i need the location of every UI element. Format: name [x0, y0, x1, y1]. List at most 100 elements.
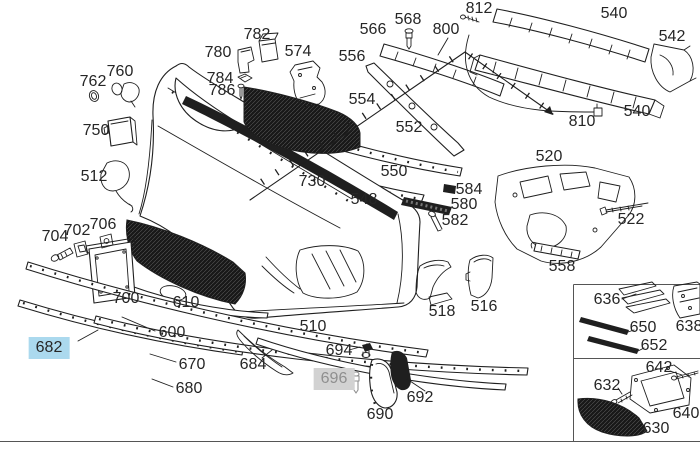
part-522-drawing [599, 202, 649, 216]
part-label-780[interactable]: 780 [204, 44, 232, 61]
part-label-640[interactable]: 640 [672, 405, 700, 422]
part-label-610[interactable]: 610 [172, 294, 200, 311]
part-630-drawing [577, 397, 648, 437]
part-label-730[interactable]: 730 [298, 173, 326, 190]
part-label-568[interactable]: 568 [394, 11, 422, 28]
part-label-548[interactable]: 548 [350, 191, 378, 208]
part-label-522[interactable]: 522 [617, 211, 645, 228]
part-670-drawing [93, 315, 529, 376]
part-580-drawing [401, 197, 452, 215]
part-label-540-upper[interactable]: 540 [600, 5, 628, 22]
part-label-512[interactable]: 512 [80, 168, 108, 185]
part-label-760[interactable]: 760 [106, 63, 134, 80]
part-label-762[interactable]: 762 [79, 73, 107, 90]
leader-lines [77, 37, 683, 395]
part-label-810[interactable]: 810 [568, 113, 596, 130]
part-label-574[interactable]: 574 [284, 43, 312, 60]
part-label-542[interactable]: 542 [658, 28, 686, 45]
part-label-558[interactable]: 558 [548, 258, 576, 275]
part-692-drawing [390, 350, 411, 391]
part-label-706[interactable]: 706 [89, 216, 117, 233]
inset-panel-borders [0, 284, 700, 442]
part-label-550[interactable]: 550 [380, 163, 408, 180]
part-label-552[interactable]: 552 [395, 119, 423, 136]
part-label-636[interactable]: 636 [593, 291, 621, 308]
part-542-drawing [650, 43, 697, 93]
part-label-638[interactable]: 638 [675, 318, 700, 335]
part-690-drawing [369, 358, 398, 409]
part-800-drawing [465, 34, 595, 113]
part-684-drawing [236, 329, 294, 376]
part-574-drawing [289, 60, 326, 108]
part-810-drawing [593, 103, 603, 117]
part-568-drawing [404, 28, 414, 50]
part-786-drawing [237, 83, 245, 100]
part-label-652[interactable]: 652 [640, 337, 668, 354]
part-label-650[interactable]: 650 [629, 319, 657, 336]
part-702-drawing [73, 240, 89, 258]
part-label-784[interactable]: 784 [206, 70, 234, 87]
part-694-drawing [361, 343, 373, 358]
part-680-drawing [255, 337, 507, 391]
part-label-520[interactable]: 520 [535, 148, 563, 165]
part-label-518[interactable]: 518 [428, 303, 456, 320]
part-812-drawing [460, 14, 480, 23]
part-label-556[interactable]: 556 [338, 48, 366, 65]
part-label-812[interactable]: 812 [465, 0, 493, 17]
part-label-680[interactable]: 680 [175, 380, 203, 397]
part-label-786[interactable]: 786 [208, 82, 236, 99]
part-540-lower-drawing [469, 54, 665, 119]
part-label-684[interactable]: 684 [239, 356, 267, 373]
part-636-drawing [618, 281, 671, 314]
part-520-drawing [494, 164, 636, 264]
part-label-554[interactable]: 554 [348, 91, 376, 108]
part-652-drawing [587, 336, 639, 354]
part-label-702[interactable]: 702 [63, 222, 91, 239]
part-540-upper-drawing [492, 8, 650, 63]
part-label-800[interactable]: 800 [432, 21, 460, 38]
part-label-630[interactable]: 630 [642, 420, 670, 437]
part-640-drawing [629, 364, 692, 414]
part-label-750[interactable]: 750 [82, 122, 110, 139]
part-558-drawing [530, 241, 581, 260]
part-label-642[interactable]: 642 [645, 359, 673, 376]
part-582-drawing [428, 210, 443, 232]
part-584-drawing [443, 184, 456, 194]
part-516-drawing [465, 254, 494, 299]
part-label-670[interactable]: 670 [178, 356, 206, 373]
part-780-drawing [237, 46, 255, 74]
part-512-drawing [100, 160, 134, 213]
part-730-drawing [182, 86, 398, 220]
part-label-540-lower[interactable]: 540 [623, 103, 651, 120]
part-label-582[interactable]: 582 [441, 212, 469, 229]
part-638-drawing [672, 281, 700, 319]
part-518-drawing [415, 259, 453, 306]
part-label-584[interactable]: 584 [455, 181, 483, 198]
part-label-580[interactable]: 580 [450, 196, 478, 213]
part-642-drawing [671, 370, 699, 381]
part-label-694[interactable]: 694 [325, 342, 353, 359]
part-label-566[interactable]: 566 [359, 21, 387, 38]
part-label-600[interactable]: 600 [158, 324, 186, 341]
part-label-700[interactable]: 700 [112, 290, 140, 307]
part-706-drawing [99, 233, 114, 249]
part-label-696[interactable]: 696 [313, 368, 355, 390]
part-750-drawing [103, 116, 138, 147]
part-label-782[interactable]: 782 [243, 26, 271, 43]
part-760-drawing [111, 82, 140, 108]
part-784-drawing [237, 73, 253, 83]
part-label-704[interactable]: 704 [41, 228, 69, 245]
part-650-drawing [579, 317, 629, 335]
part-762-drawing [88, 90, 100, 102]
part-782-drawing [258, 32, 279, 63]
part-label-632[interactable]: 632 [593, 377, 621, 394]
part-label-690[interactable]: 690 [366, 406, 394, 423]
part-label-516[interactable]: 516 [470, 298, 498, 315]
part-600-drawing [25, 261, 429, 358]
part-label-510[interactable]: 510 [299, 318, 327, 335]
part-label-692[interactable]: 692 [406, 389, 434, 406]
part-label-682[interactable]: 682 [28, 337, 70, 359]
part-704-drawing [50, 247, 74, 262]
